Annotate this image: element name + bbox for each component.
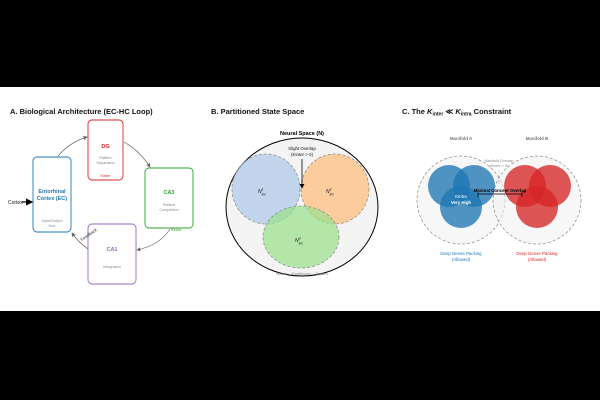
- panel-b: B. Partitioned State Space Neural Space …: [211, 107, 379, 277]
- panel-a-title: A. Biological Architecture (EC-HC Loop): [10, 107, 153, 116]
- ca1-note: Integration: [103, 265, 121, 269]
- panel-a: A. Biological Architecture (EC-HC Loop) …: [8, 107, 194, 285]
- manifold-b-label: Manifold B: [526, 136, 548, 141]
- figure-svg: A. Biological Architecture (EC-HC Loop) …: [8, 107, 582, 285]
- overlap-label-2: (Kinter > 0): [291, 152, 313, 157]
- dg-note-2: Separation: [96, 161, 114, 165]
- kintra-label-1: Kintra: [455, 194, 467, 199]
- dg-title: DG: [101, 144, 109, 150]
- dg-node: DG Pattern Separation Kinter: [87, 119, 124, 181]
- figure-panel: A. Biological Architecture (EC-HC Loop) …: [0, 87, 600, 311]
- dg-metric: Kinter: [101, 174, 112, 178]
- set-2-ellipse: [300, 153, 370, 225]
- ca3-title: CA3: [163, 190, 174, 196]
- dg-to-ca3-arrow: [123, 141, 151, 168]
- ec-note-1: Input/Output: [42, 219, 64, 223]
- left-caption-2: (Allowed): [452, 257, 471, 262]
- kintra-label-2: Very High: [451, 200, 472, 205]
- overlap-label-1: Slight Overlap: [288, 146, 316, 151]
- right-caption-1: Deep Dense Packing: [516, 251, 558, 256]
- left-caption-1: Deep Dense Packing: [440, 251, 482, 256]
- neural-space-label: Neural Space (N): [280, 131, 324, 137]
- cluster-b-3: [516, 186, 558, 228]
- right-caption-2: (Allowed): [528, 257, 547, 262]
- ec-title-2: Cortex (EC): [37, 196, 67, 202]
- ec-to-dg-arrow: [57, 135, 88, 157]
- manifold-a-label: Manifold A: [450, 136, 473, 141]
- minimal-overlap-label: Minimal Concept Overlap: [474, 188, 527, 193]
- set-1-ellipse: [231, 153, 301, 225]
- manifold-b-clusters: [504, 165, 571, 228]
- ca1-node: CA1 Integration: [87, 223, 137, 285]
- panel-c: C. The Kinter ≪ Kintra Constraint Manifo…: [402, 107, 582, 262]
- ec-title-1: Entorhinal: [38, 189, 66, 195]
- set-3-ellipse: [262, 205, 340, 269]
- ca1-to-ec-arrow: [71, 232, 89, 250]
- cluster-a-3: [440, 186, 482, 228]
- ca3-note-2: Completion: [159, 208, 178, 212]
- ca1-title: CA1: [106, 247, 117, 253]
- manifold-a-clusters: [428, 165, 495, 228]
- ca3-metric: Kintra: [171, 228, 182, 232]
- cortex-label: Cortex: [8, 200, 23, 206]
- ca3-note-1: Pattern: [163, 203, 175, 207]
- ca3-to-ca1-arrow: [136, 228, 171, 252]
- neural-space-footer: Neural ... Partitioned ... Spaces: [276, 272, 329, 276]
- ec-note-2: Hub: [49, 224, 56, 228]
- panel-b-title: B. Partitioned State Space: [211, 107, 304, 116]
- ca3-node: CA3 Pattern Completion Kintra: [144, 167, 194, 232]
- manifold-overlap-label-1: Manifold Overlap: [485, 159, 514, 163]
- ec-node: Entorhinal Cortex (EC) Input/Output Hub: [32, 156, 72, 233]
- manifold-overlap-label-2: (Kinter > 0): [490, 164, 510, 168]
- panel-c-title: C. The Kinter ≪ Kintra Constraint: [402, 107, 512, 118]
- dg-note-1: Pattern: [99, 156, 111, 160]
